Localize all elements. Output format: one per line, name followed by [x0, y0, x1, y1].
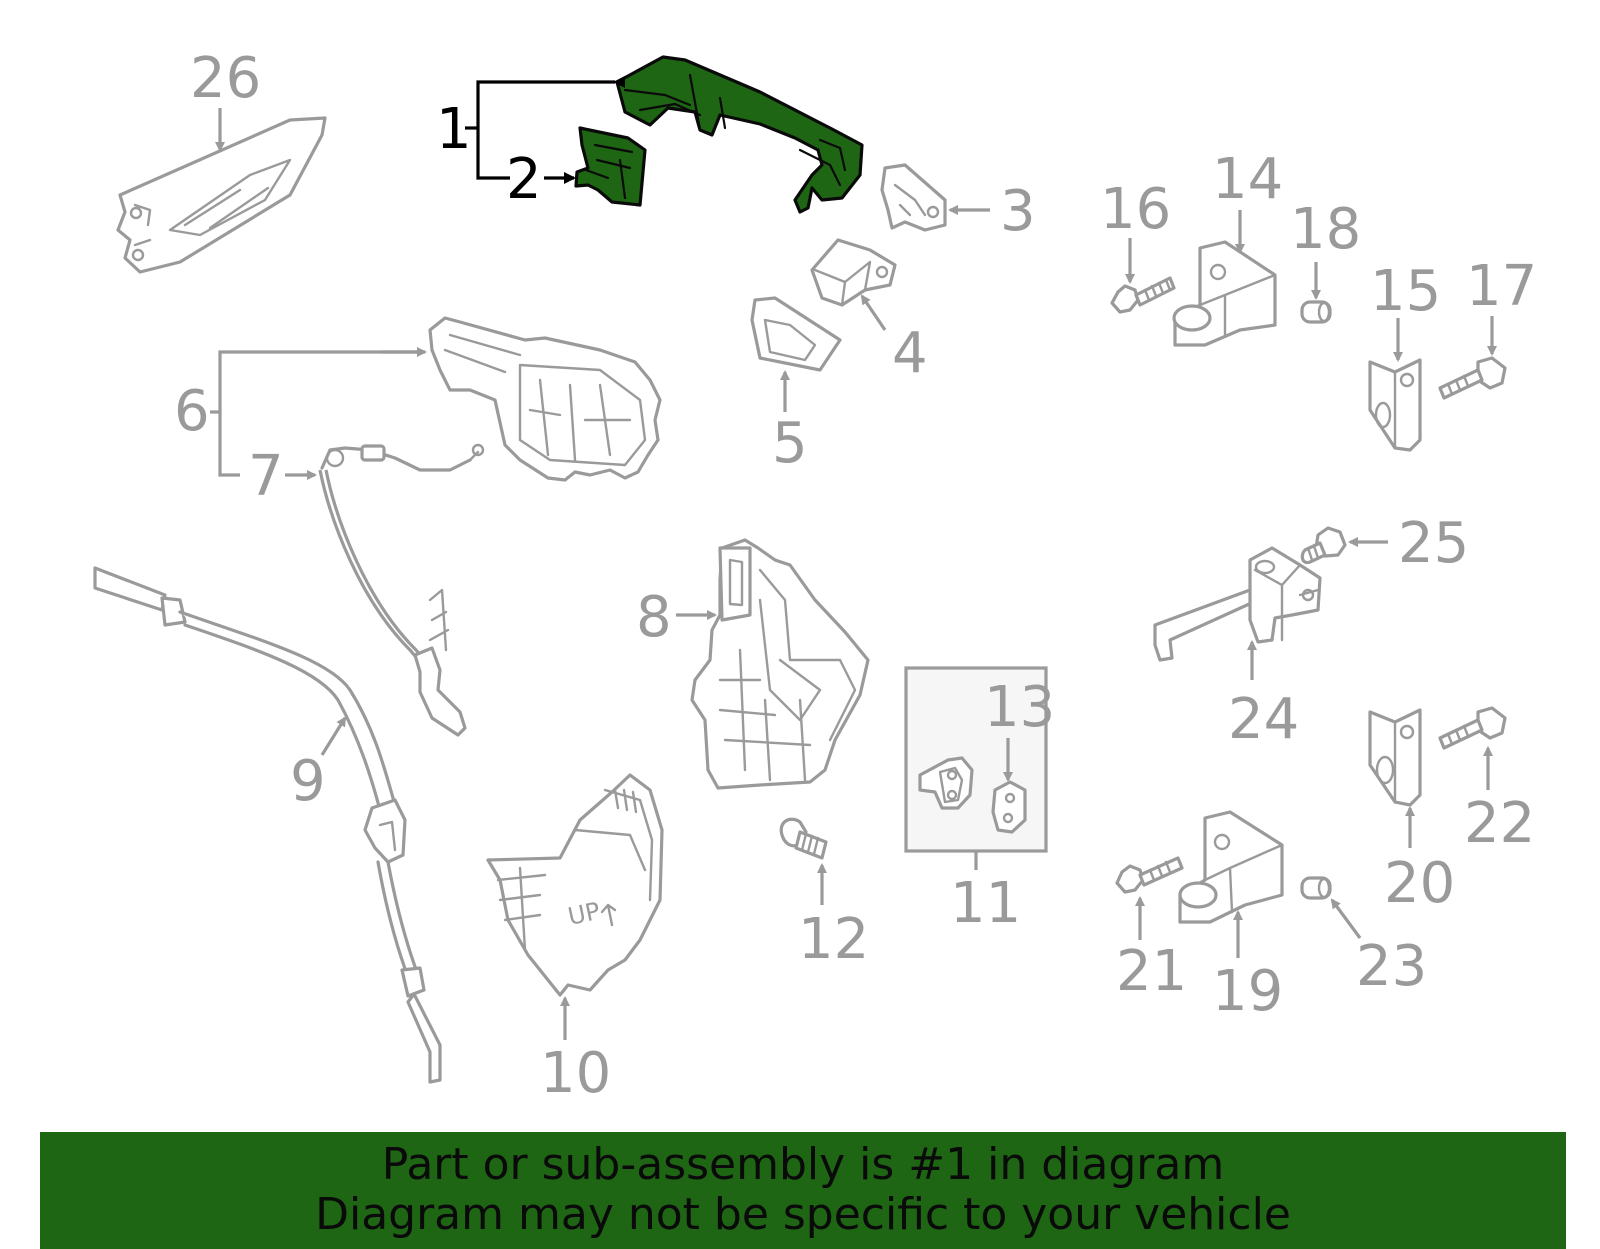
- callout-23[interactable]: 23: [1356, 934, 1427, 999]
- callout-19[interactable]: 19: [1212, 959, 1283, 1024]
- callout-22[interactable]: 22: [1464, 791, 1535, 856]
- up-arrow-icon: [600, 903, 617, 927]
- part-14-hinge-upper[interactable]: [1172, 240, 1277, 347]
- part-3-handle-bracket[interactable]: [880, 163, 947, 232]
- part-7-cable[interactable]: [320, 443, 485, 472]
- part-25-bolt[interactable]: [1300, 526, 1347, 565]
- callout-6[interactable]: 6: [174, 379, 210, 444]
- up-marking: UP: [565, 897, 602, 931]
- leader-4: [860, 294, 887, 331]
- part-17-bolt[interactable]: [1438, 356, 1507, 400]
- leader-bracket-1-2: [465, 76, 625, 184]
- part-18-bushing[interactable]: [1300, 300, 1332, 324]
- part-16-bolt[interactable]: [1110, 276, 1176, 314]
- part-23-bushing[interactable]: [1300, 876, 1332, 900]
- callout-20[interactable]: 20: [1384, 851, 1455, 916]
- part-7-cable-run: [318, 469, 427, 670]
- callout-5[interactable]: 5: [772, 411, 808, 476]
- leader-bracket-6-7: [210, 347, 427, 480]
- callout-9[interactable]: 9: [290, 749, 326, 814]
- callout-21[interactable]: 21: [1116, 939, 1187, 1004]
- part-11-kit-box[interactable]: [904, 666, 1048, 853]
- part-13-plate[interactable]: [991, 780, 1027, 834]
- callout-17[interactable]: 17: [1466, 254, 1537, 319]
- part-21-bolt[interactable]: [1115, 856, 1184, 894]
- part-2-handle-cover[interactable]: [574, 126, 647, 207]
- part-8-door-latch[interactable]: [690, 538, 870, 790]
- part-7-cable-run-edge: [324, 469, 433, 670]
- banner-line-1: Part or sub-assembly is #1 in diagram: [381, 1139, 1225, 1190]
- callout-3[interactable]: 3: [1000, 179, 1036, 244]
- part-5-gasket[interactable]: [750, 296, 842, 372]
- banner-line-2: Diagram may not be specific to your vehi…: [315, 1189, 1291, 1240]
- disclaimer-banner: Part or sub-assembly is #1 in diagram Di…: [40, 1132, 1566, 1249]
- part-1-outside-handle[interactable]: [615, 55, 864, 214]
- part-19-hinge-lower[interactable]: [1178, 810, 1284, 924]
- callout-11[interactable]: 11: [950, 871, 1021, 936]
- leader-23: [1330, 898, 1362, 939]
- callout-16[interactable]: 16: [1100, 177, 1171, 242]
- callout-2[interactable]: 2: [506, 147, 542, 212]
- part-20-hinge-bracket[interactable]: [1368, 708, 1422, 807]
- callout-8[interactable]: 8: [636, 585, 672, 650]
- part-15-hinge-bracket[interactable]: [1368, 358, 1422, 452]
- callout-12[interactable]: 12: [798, 907, 869, 972]
- part-4-clip[interactable]: [810, 238, 897, 307]
- part-12-screw[interactable]: [779, 817, 828, 860]
- part-7-cable-end[interactable]: [413, 588, 467, 737]
- part-24-door-check[interactable]: [1153, 546, 1322, 662]
- callout-4[interactable]: 4: [892, 321, 928, 386]
- callout-26[interactable]: 26: [190, 46, 261, 111]
- leader-9: [320, 716, 347, 756]
- part-6-latch-housing[interactable]: [428, 316, 662, 482]
- callout-18[interactable]: 18: [1290, 197, 1361, 262]
- callout-10[interactable]: 10: [540, 1041, 611, 1106]
- part-22-bolt[interactable]: [1438, 706, 1507, 750]
- callout-24[interactable]: 24: [1228, 687, 1299, 752]
- callout-25[interactable]: 25: [1398, 511, 1469, 576]
- callout-14[interactable]: 14: [1212, 147, 1283, 212]
- callout-7[interactable]: 7: [248, 444, 284, 509]
- part-26-inner-handle-bezel[interactable]: [116, 116, 327, 274]
- part-10-latch-cover[interactable]: [486, 773, 664, 997]
- callout-13[interactable]: 13: [984, 675, 1055, 740]
- callout-1[interactable]: 1: [436, 97, 472, 162]
- part-9-rod-cable[interactable]: [93, 566, 442, 1084]
- callout-15[interactable]: 15: [1370, 259, 1441, 324]
